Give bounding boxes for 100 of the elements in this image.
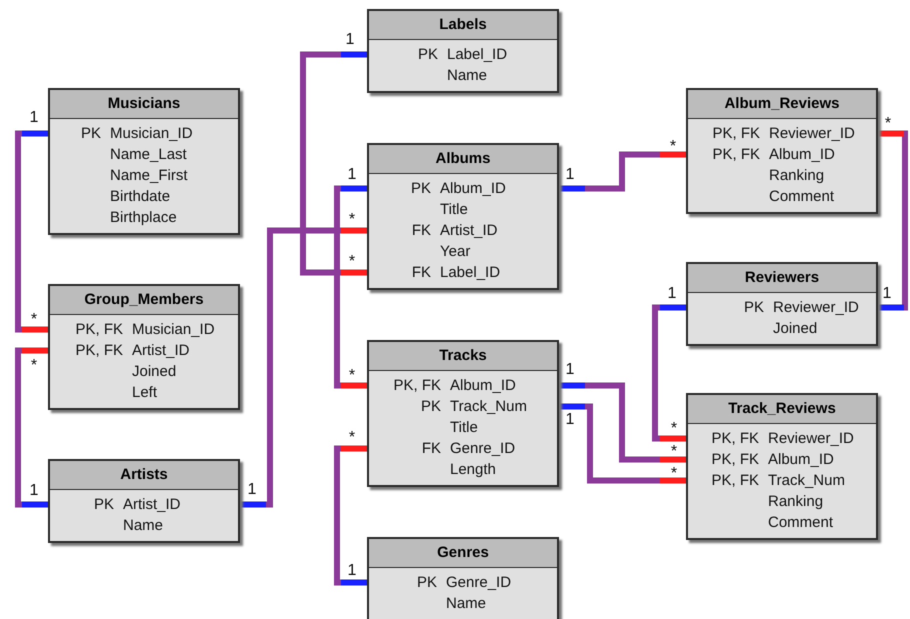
key-label: PK — [420, 398, 441, 415]
relationship-line — [558, 382, 686, 462]
field-name: Artist_ID — [132, 341, 190, 361]
entity-table — [48, 459, 240, 543]
table-name: Labels — [369, 11, 557, 40]
table-name: Tracks — [369, 342, 557, 371]
field-name: Reviewer_ID — [768, 429, 854, 449]
key-label: PK, FK — [711, 472, 759, 489]
field-name: Album_ID — [450, 376, 516, 396]
cardinality-label: * — [670, 421, 678, 437]
relationship-line — [334, 446, 368, 586]
entity-table — [48, 88, 240, 235]
relationship-line — [240, 228, 368, 508]
key-label: PK — [80, 125, 101, 142]
relationship-line — [15, 348, 48, 508]
entity-table — [48, 284, 240, 410]
table-name: Genres — [369, 539, 557, 568]
key-label: PK — [744, 299, 764, 316]
field-name: Title — [440, 200, 468, 220]
cardinality-label: 1 — [668, 286, 676, 302]
field-name: Name — [446, 594, 486, 614]
cardinality-label: 1 — [882, 286, 892, 302]
entity-table — [367, 340, 559, 487]
relationship-line — [15, 130, 48, 332]
key-label: PK, FK — [393, 377, 441, 394]
cardinality-label: 1 — [30, 483, 38, 499]
field-name: Genre_ID — [446, 573, 512, 593]
key-label: PK — [410, 180, 431, 197]
entity-table — [367, 537, 559, 619]
cardinality-label: * — [30, 358, 38, 374]
field-name: Birthdate — [110, 187, 170, 207]
field-name: Ranking — [769, 166, 824, 186]
field-name: Year — [440, 242, 470, 262]
key-label: PK, FK — [75, 321, 123, 338]
field-name: Left — [132, 383, 158, 403]
cardinality-label: 1 — [348, 167, 356, 183]
entity-table — [686, 88, 878, 214]
table-name: Track_Reviews — [688, 395, 876, 424]
key-label: PK, FK — [711, 451, 759, 468]
field-name: Artist_ID — [123, 495, 181, 515]
cardinality-label: 1 — [566, 167, 574, 183]
entity-table — [686, 393, 878, 540]
cardinality-label: * — [348, 368, 356, 384]
field-name: Album_ID — [768, 450, 834, 470]
table-name: Album_Reviews — [688, 90, 876, 119]
field-name: Length — [450, 460, 496, 480]
table-name: Albums — [369, 145, 557, 174]
key-label: FK — [412, 264, 431, 281]
relationship-line — [334, 186, 368, 388]
field-name: Reviewer_ID — [769, 124, 855, 144]
key-label: PK, FK — [712, 146, 760, 163]
cardinality-label: 1 — [248, 482, 256, 498]
field-name: Ranking — [768, 492, 824, 512]
field-name: Name — [447, 66, 488, 86]
table-name: Reviewers — [688, 264, 876, 293]
cardinality-label: * — [884, 116, 892, 132]
field-name: Track_Num — [450, 397, 527, 417]
cardinality-label: 1 — [566, 362, 574, 378]
field-name: Label_ID — [447, 45, 508, 65]
key-label: PK — [416, 574, 437, 591]
field-name: Reviewer_ID — [773, 298, 859, 318]
entity-table — [686, 262, 878, 346]
cardinality-label: * — [30, 312, 38, 328]
field-name: Joined — [773, 319, 818, 339]
entity-table — [367, 9, 559, 93]
field-name: Track_Num — [768, 471, 845, 491]
cardinality-label: 1 — [566, 412, 574, 428]
field-name: Birthplace — [110, 208, 177, 228]
field-name: Artist_ID — [440, 221, 498, 241]
key-label: PK — [94, 496, 114, 513]
relationship-line — [878, 130, 908, 310]
key-label: PK, FK — [712, 125, 760, 142]
cardinality-label: * — [348, 254, 356, 270]
field-name: Album_ID — [769, 145, 835, 165]
field-name: Comment — [769, 187, 834, 207]
key-label: PK, FK — [711, 430, 759, 447]
field-name: Genre_ID — [450, 439, 516, 459]
table-name: Musicians — [50, 90, 238, 119]
cardinality-label: 1 — [346, 32, 354, 48]
cardinality-label: 1 — [30, 110, 38, 126]
field-name: Name_First — [110, 166, 188, 186]
field-name: Comment — [768, 513, 834, 533]
field-name: Name_Last — [110, 145, 187, 165]
field-name: Musician_ID — [110, 124, 193, 144]
relationship-line — [300, 52, 368, 276]
cardinality-label: 1 — [348, 563, 356, 579]
field-name: Name — [123, 516, 164, 536]
relationship-line — [558, 404, 686, 484]
key-label: FK — [412, 222, 431, 239]
cardinality-label: * — [348, 212, 356, 228]
cardinality-label: * — [670, 444, 678, 460]
key-label: PK — [418, 46, 438, 63]
relationship-line — [652, 304, 686, 442]
table-name: Group_Members — [50, 286, 238, 315]
cardinality-label: * — [670, 139, 676, 155]
cardinality-label: * — [348, 430, 356, 446]
field-name: Musician_ID — [132, 320, 215, 340]
field-name: Album_ID — [440, 179, 506, 199]
cardinality-label: * — [670, 466, 678, 482]
relationship-line — [558, 152, 686, 192]
